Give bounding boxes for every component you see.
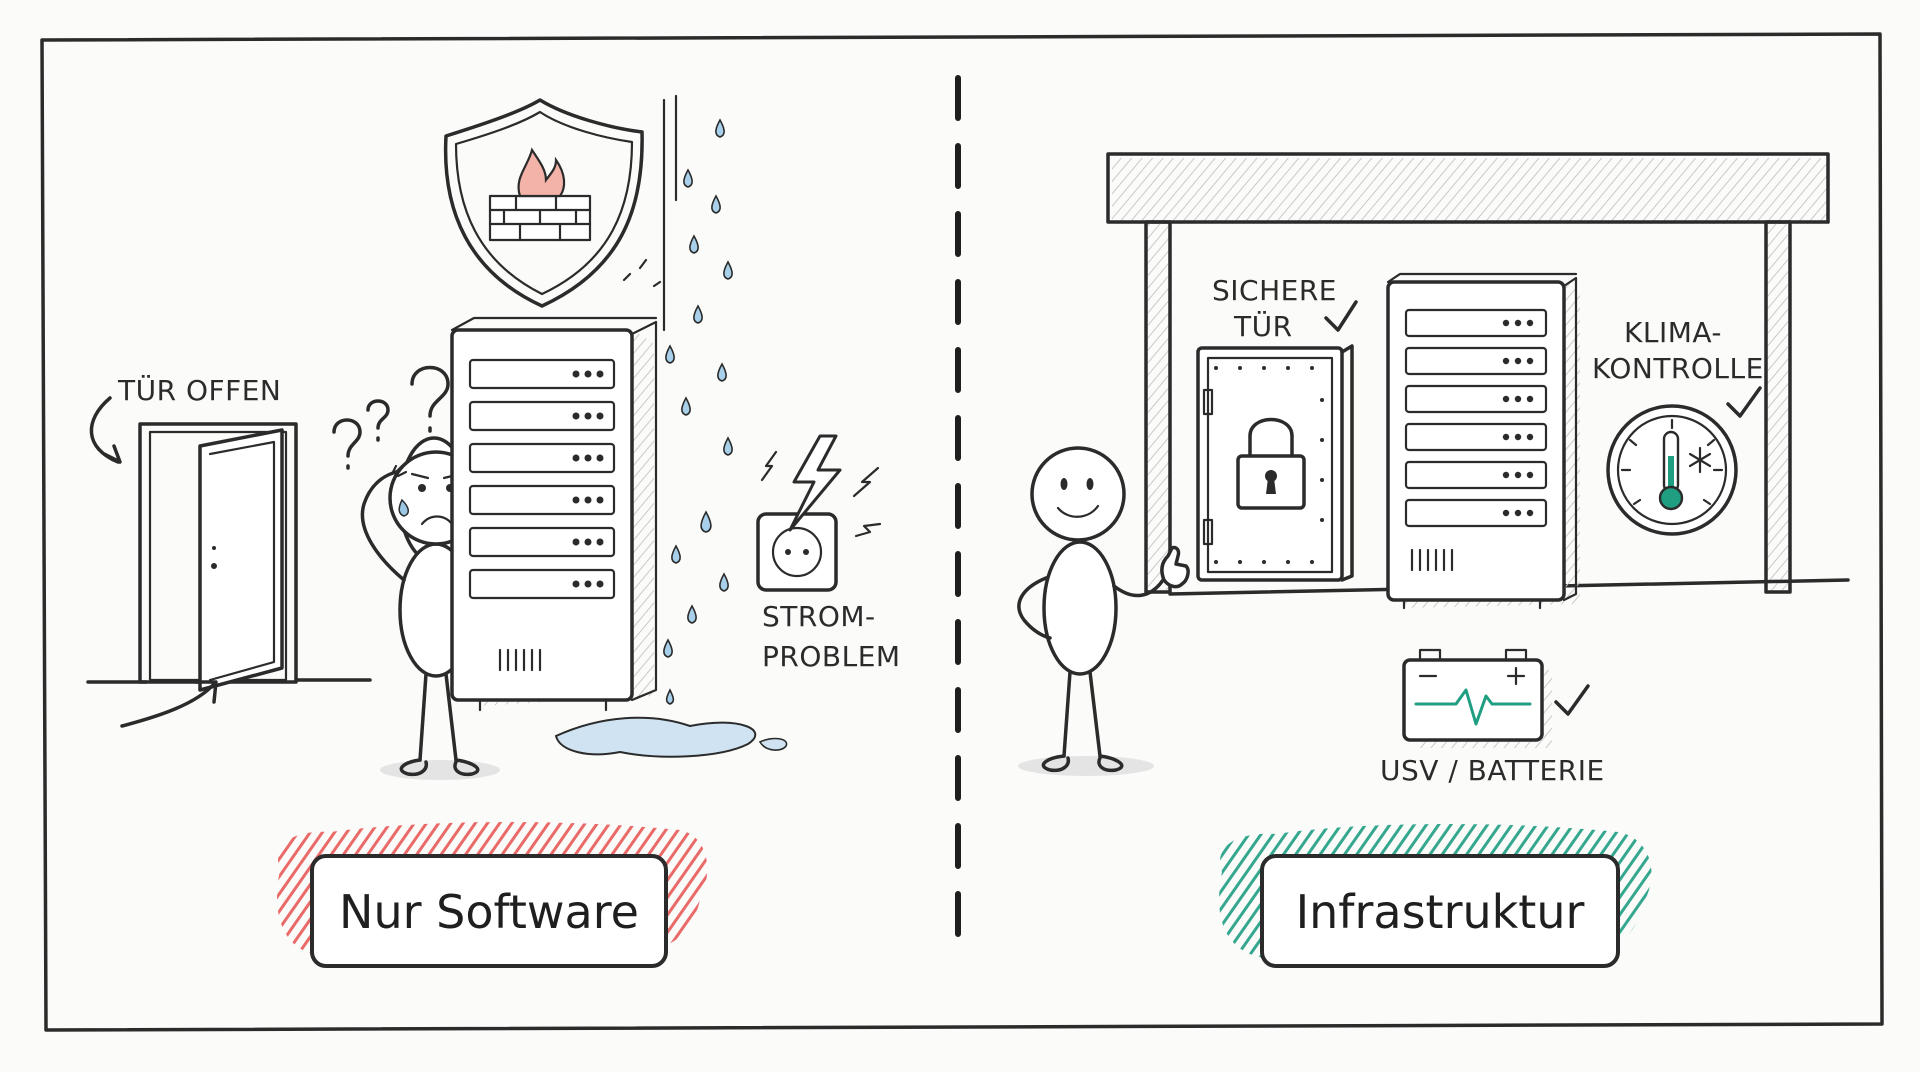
badge-software-only: Nur Software [277, 821, 708, 968]
server-rack-left [450, 316, 658, 712]
climate-label-line1: KLIMA- [1624, 316, 1722, 349]
server-rack-right [1386, 272, 1580, 610]
outer-frame [40, 32, 1884, 1032]
ups-check-icon [1554, 684, 1590, 716]
water-leak [554, 94, 788, 758]
left-panel: TÜR OFFEN [86, 94, 901, 968]
climate-label-line2: KONTROLLE [1592, 352, 1764, 385]
secure-door-check-icon [1324, 300, 1358, 332]
power-problem-label-line1: STROM- [762, 600, 876, 633]
ups-label: USV / BATTERIE [1380, 754, 1605, 787]
door-open-label: TÜR OFFEN [117, 373, 281, 407]
open-door [86, 422, 372, 692]
padlock-icon [1236, 417, 1306, 510]
badge-infrastructure: Infrastruktur [1219, 823, 1652, 968]
climate-check-icon [1726, 386, 1762, 418]
firewall-shield-icon [443, 98, 644, 308]
secure-door-label-line2: TÜR [1233, 309, 1293, 343]
door-label-arrow [89, 396, 122, 464]
badge-software-only-text: Nur Software [339, 885, 639, 939]
power-outlet-icon [756, 434, 882, 592]
power-problem-label-line2: PROBLEM [762, 640, 901, 673]
door-entry-arrow [120, 680, 218, 728]
badge-infrastructure-text: Infrastruktur [1296, 885, 1585, 939]
shelter-structure [1106, 152, 1850, 596]
climate-control-gauge-icon [1606, 404, 1738, 536]
secure-door-label-line1: SICHERE [1212, 274, 1337, 307]
happy-person-figure [1017, 446, 1190, 776]
right-panel: SICHERE TÜR [1017, 152, 1850, 968]
ups-battery-icon [1402, 648, 1552, 748]
